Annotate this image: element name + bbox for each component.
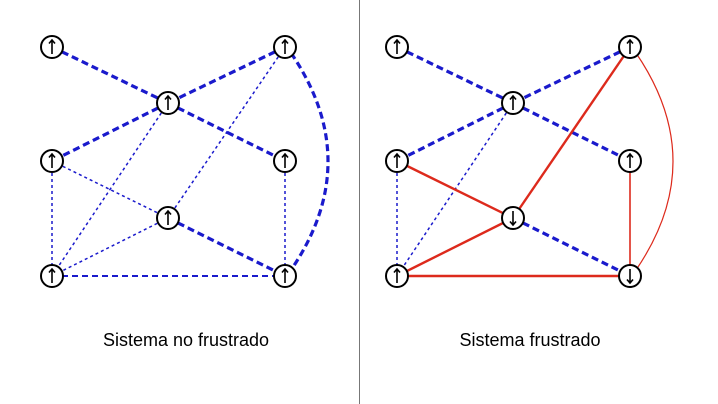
arrow-up-icon	[164, 94, 172, 110]
edge-C-D	[51, 101, 169, 163]
spin-node-F	[501, 206, 525, 230]
spin-node-C	[156, 91, 180, 115]
spin-node-A	[385, 35, 409, 59]
arrow-up-icon	[48, 267, 56, 283]
panel-right: Sistema frustrado	[385, 35, 674, 350]
edge-B-C	[167, 45, 286, 105]
spin-node-D	[40, 149, 64, 173]
arrow-up-icon	[393, 267, 401, 283]
spin-node-B	[273, 35, 297, 59]
edge-A-C	[51, 45, 169, 105]
edge-D-F	[396, 159, 514, 220]
arrow-up-icon	[509, 94, 517, 110]
spin-node-F	[156, 206, 180, 230]
arrow-up-icon	[281, 152, 289, 168]
edge-A-C	[396, 45, 514, 105]
spin-node-G	[385, 264, 409, 288]
arrow-up-icon	[393, 38, 401, 54]
spin-node-H	[273, 264, 297, 288]
arrow-up-icon	[48, 38, 56, 54]
spin-node-E	[618, 149, 642, 173]
spin-node-E	[273, 149, 297, 173]
spin-node-D	[385, 149, 409, 173]
arrow-down-icon	[509, 211, 517, 227]
arrow-up-icon	[281, 38, 289, 54]
arrow-up-icon	[626, 38, 634, 54]
spin-node-H	[618, 264, 642, 288]
edge-B-H	[635, 52, 674, 271]
edge-C-G	[51, 102, 169, 277]
spin-node-G	[40, 264, 64, 288]
arrow-up-icon	[164, 209, 172, 225]
arrow-down-icon	[626, 269, 634, 285]
panel-left: Sistema no frustrado	[40, 35, 330, 350]
edge-B-C	[512, 45, 631, 105]
edge-F-H	[167, 216, 286, 278]
spin-node-B	[618, 35, 642, 59]
caption-left: Sistema no frustrado	[103, 330, 269, 350]
spin-node-C	[501, 91, 525, 115]
edge-F-G	[51, 217, 169, 277]
arrow-up-icon	[281, 267, 289, 283]
edge-F-H	[512, 216, 631, 278]
caption-right: Sistema frustrado	[459, 330, 600, 350]
edge-C-D	[396, 101, 514, 163]
arrow-up-icon	[48, 152, 56, 168]
edge-F-G	[396, 216, 514, 278]
edge-B-F	[167, 46, 286, 219]
arrow-up-icon	[626, 152, 634, 168]
edge-B-F	[512, 46, 631, 219]
edge-B-H	[289, 52, 330, 271]
spin-node-A	[40, 35, 64, 59]
arrow-up-icon	[393, 152, 401, 168]
